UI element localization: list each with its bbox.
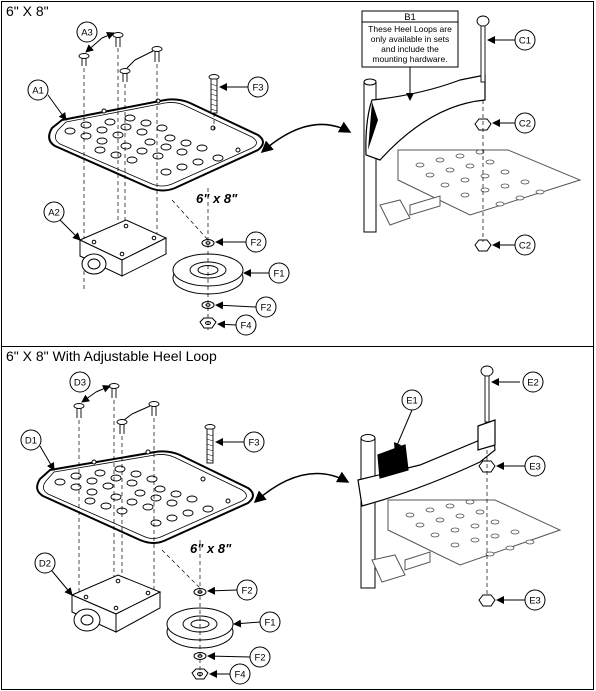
callout-e1: E1 — [406, 396, 418, 407]
screw-a3-set — [78, 32, 163, 82]
footplate-d1 — [36, 449, 254, 544]
callout-f1: F1 — [273, 269, 284, 280]
callout-c2: C2 — [519, 241, 531, 252]
assembly-lines-d3 — [78, 400, 155, 620]
bracket-d2 — [70, 574, 162, 633]
callout-e3: E3 — [529, 596, 541, 607]
plate-size-label: 6" x 8" — [190, 541, 232, 556]
callout-a2: A2 — [48, 208, 60, 219]
bolt-c1 — [476, 15, 490, 83]
callout-labels-bottom: D3 D1 D2 F3 E1 E2 E3 E3 F2 F1 F2 F4 — [25, 378, 541, 681]
note-line-1: These Heel Loops are — [368, 24, 452, 34]
callout-c1: C1 — [519, 36, 531, 47]
callout-f4: F4 — [234, 670, 245, 681]
note-box-b1 — [361, 10, 459, 68]
callout-d2: D2 — [39, 559, 51, 570]
callout-circles-top — [27, 21, 536, 336]
callout-f3: F3 — [252, 83, 263, 94]
callout-labels-top: A3 A1 A2 F3 F2 F1 F2 F4 C1 C2 C2 — [32, 28, 531, 332]
callout-a1: A1 — [32, 86, 44, 97]
panel-title: 6" X 8" With Adjustable Heel Loop — [6, 348, 217, 364]
note-title: B1 — [404, 12, 416, 23]
callout-f2: F2 — [241, 586, 252, 597]
plate-size-label: 6" x 8" — [196, 191, 238, 206]
callout-d3: D3 — [74, 378, 86, 389]
callout-f2: F2 — [260, 303, 271, 314]
bracket-a2 — [78, 219, 168, 277]
callout-f3: F3 — [248, 438, 259, 449]
callout-f4: F4 — [240, 321, 251, 332]
bolt-e2 — [480, 365, 494, 423]
adjustable-heel-loop — [357, 419, 496, 507]
callout-e3: E3 — [529, 462, 541, 473]
panel-title: 6" X 8" — [6, 3, 49, 19]
note-line-3: and include the — [381, 44, 439, 54]
heel-loop-b1 — [365, 74, 486, 161]
note-line-2: only available in sets — [371, 34, 449, 44]
note-line-4: mounting hardware. — [372, 54, 447, 64]
callout-c2: C2 — [519, 119, 531, 130]
callout-circles-bottom — [20, 371, 546, 685]
callout-a3: A3 — [81, 28, 93, 39]
callout-e2: E2 — [527, 378, 539, 389]
footplate-a1 — [48, 98, 264, 192]
callout-f2: F2 — [254, 653, 265, 664]
bolt-f3 — [204, 424, 216, 464]
callout-d1: D1 — [25, 436, 37, 447]
bolt-f3 — [208, 74, 220, 114]
panel-6x8-adjustable-heel-loop: 6" X 8" With Adjustable Heel Loop — [1, 346, 594, 690]
footrest-hanger-assembly — [360, 434, 562, 589]
callout-f1: F1 — [264, 618, 275, 629]
screw-d3-set — [73, 383, 160, 434]
callout-f2: F2 — [250, 238, 261, 249]
